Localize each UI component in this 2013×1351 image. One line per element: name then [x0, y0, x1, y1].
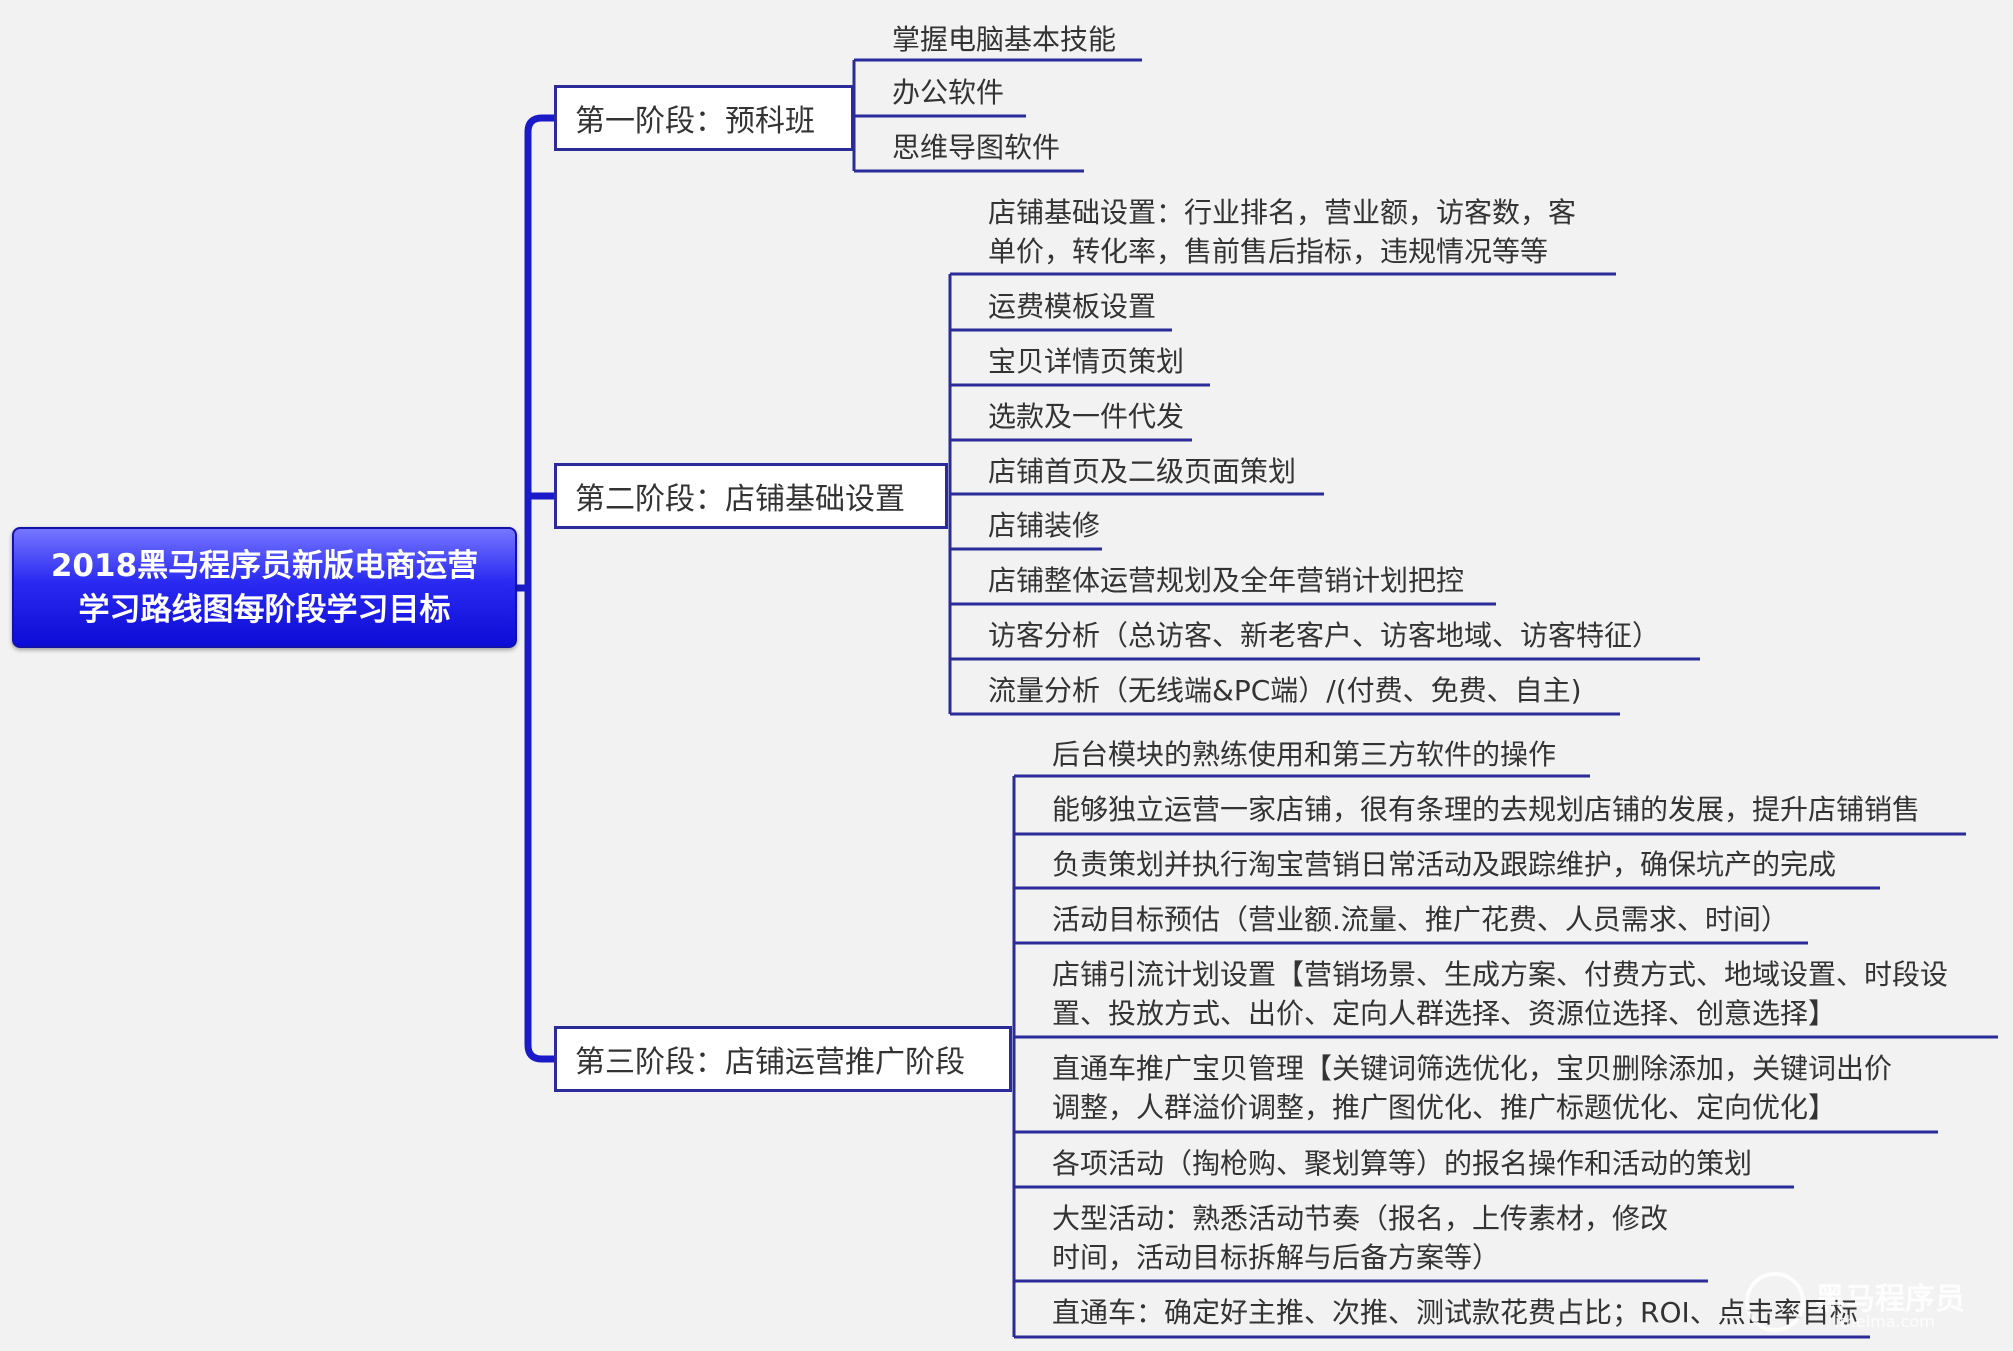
watermark: 黑马程序员 itheima.com	[1745, 1268, 1995, 1338]
stage-3-label: 第三阶段：店铺运营推广阶段	[575, 1045, 965, 1080]
stage-3-item[interactable]: 店铺引流计划设置【营销场景、生成方案、付费方式、地域设置、时段设 置、投放方式、…	[1052, 958, 1949, 1030]
trunk-line	[524, 114, 554, 1063]
root-topic[interactable]: 2018黑马程序员新版电商运营 学习路线图每阶段学习目标	[12, 527, 517, 648]
stage-2-label: 第二阶段：店铺基础设置	[575, 482, 905, 517]
stage-2-item[interactable]: 店铺基础设置：行业排名，营业额，访客数，客 单价，转化率，售前售后指标，违规情况…	[988, 196, 1577, 268]
stage-3-item[interactable]: 能够独立运营一家店铺，很有条理的去规划店铺的发展，提升店铺销售	[1052, 793, 1921, 826]
watermark-logo-icon	[1745, 1272, 1805, 1332]
root-title: 2018黑马程序员新版电商运营 学习路线图每阶段学习目标	[50, 547, 479, 628]
stage-1-item[interactable]: 思维导图软件	[892, 131, 1061, 164]
stage-2-item[interactable]: 店铺整体运营规划及全年营销计划把控	[988, 564, 1465, 597]
stage-3-item[interactable]: 后台模块的熟练使用和第三方软件的操作	[1052, 738, 1557, 771]
stage-3-item[interactable]: 负责策划并执行淘宝营销日常活动及跟踪维护，确保坑产的完成	[1052, 848, 1837, 881]
stage-2-node[interactable]: 第二阶段：店铺基础设置	[554, 463, 948, 529]
stage-2-item[interactable]: 访客分析（总访客、新老客户、访客地域、访客特征）	[988, 619, 1661, 652]
stage-1-item[interactable]: 掌握电脑基本技能	[892, 23, 1117, 56]
stage-2-item[interactable]: 选款及一件代发	[988, 400, 1185, 433]
stage-1-item[interactable]: 办公软件	[892, 76, 1005, 109]
watermark-site: itheima.com	[1835, 1312, 1935, 1331]
stage-1-label: 第一阶段：预科班	[575, 104, 815, 139]
stage-2-item[interactable]: 运费模板设置	[988, 290, 1157, 323]
stage-3-item[interactable]: 大型活动：熟悉活动节奏（报名，上传素材，修改 时间，活动目标拆解与后备方案等）	[1052, 1202, 1669, 1274]
watermark-brand: 黑马程序员	[1815, 1282, 1965, 1317]
stage-2-item[interactable]: 流量分析（无线端&PC端）/(付费、免费、自主)	[988, 674, 1582, 707]
stage-2-item[interactable]: 店铺首页及二级页面策划	[988, 455, 1297, 488]
stage-3-item[interactable]: 各项活动（掏枪购、聚划算等）的报名操作和活动的策划	[1052, 1147, 1753, 1180]
stage-2-item[interactable]: 店铺装修	[988, 509, 1101, 542]
stage-1-node[interactable]: 第一阶段：预科班	[554, 85, 854, 151]
stage-3-item[interactable]: 直通车：确定好主推、次推、测试款花费占比；ROI、点击率目标	[1052, 1296, 1858, 1329]
stage-3-node[interactable]: 第三阶段：店铺运营推广阶段	[554, 1026, 1012, 1092]
stage-2-item[interactable]: 宝贝详情页策划	[988, 345, 1185, 378]
stage-3-item[interactable]: 活动目标预估（营业额.流量、推广花费、人员需求、时间）	[1052, 903, 1789, 936]
stage-3-item[interactable]: 直通车推广宝贝管理【关键词筛选优化，宝贝删除添加，关键词出价 调整，人群溢价调整…	[1052, 1052, 1893, 1124]
